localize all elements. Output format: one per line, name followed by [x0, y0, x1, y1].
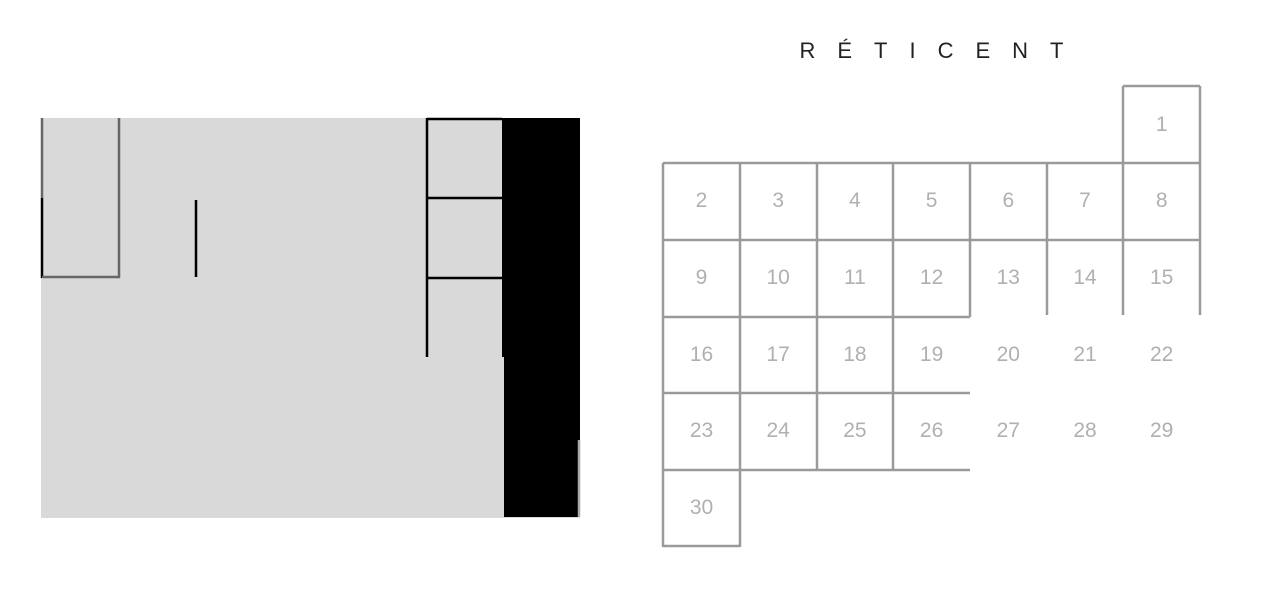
calendar-day[interactable]: 19	[919, 342, 944, 366]
calendar-day[interactable]: 11	[843, 265, 866, 289]
calendar-day[interactable]: 13	[996, 265, 1020, 289]
calendar-day[interactable]: 10	[766, 265, 790, 289]
calendar-day[interactable]: 26	[919, 419, 944, 443]
calendar-day[interactable]: 22	[1150, 342, 1174, 366]
calendar-day[interactable]: 28	[1073, 419, 1097, 443]
calendar-day[interactable]: 14	[1073, 265, 1097, 289]
calendar-day[interactable]: 7	[1079, 189, 1091, 213]
black-block	[504, 357, 580, 517]
calendar-day[interactable]: 25	[843, 419, 867, 443]
calendar-day[interactable]: 9	[695, 265, 708, 289]
calendar-day[interactable]: 16	[689, 342, 714, 366]
calendar-day[interactable]: 29	[1150, 419, 1174, 443]
walls	[40, 117, 581, 517]
calendar-day[interactable]: 24	[766, 419, 790, 443]
calendar-day[interactable]: 23	[689, 419, 714, 443]
calendar-day[interactable]: 8	[1155, 189, 1168, 213]
game-board[interactable]	[0, 0, 600, 602]
calendar-day[interactable]: 3	[772, 189, 785, 213]
calendar-day[interactable]: 20	[996, 342, 1020, 366]
calendar-day[interactable]: 18	[843, 342, 867, 366]
calendar-day[interactable]: 4	[849, 189, 861, 213]
calendar-day[interactable]: 2	[695, 189, 708, 213]
calendar-day[interactable]: 15	[1150, 265, 1174, 289]
calendar-day[interactable]: 21	[1073, 342, 1097, 366]
calendar-day[interactable]: 6	[1002, 189, 1015, 213]
calendar-day[interactable]: 1	[1155, 112, 1168, 136]
board-floor	[41, 118, 580, 518]
calendar-day[interactable]: 17	[766, 342, 790, 366]
calendar-day[interactable]: 27	[996, 419, 1020, 443]
black-block	[502, 118, 580, 357]
calendar-day[interactable]: 12	[919, 265, 944, 289]
calendar-day[interactable]: 5	[925, 189, 938, 213]
puzzle-title: RÉTICENT	[799, 38, 1086, 63]
calendar-day[interactable]: 30	[689, 496, 714, 519]
